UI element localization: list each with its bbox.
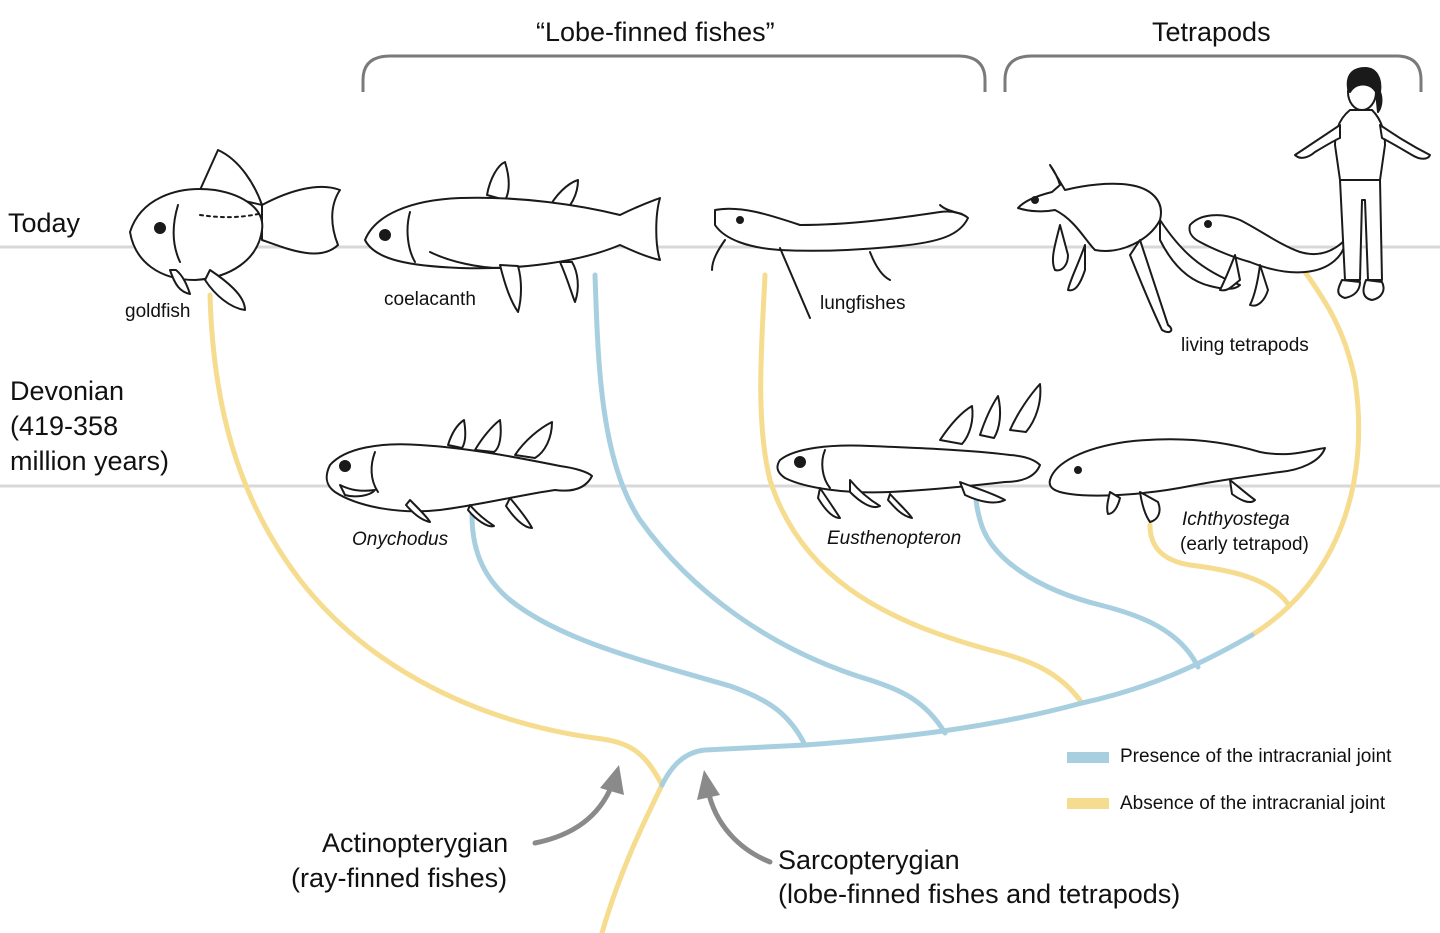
ichthyostega-illustration bbox=[1048, 438, 1326, 523]
lungfish-illustration bbox=[711, 204, 969, 319]
onychodus-branch bbox=[469, 512, 808, 748]
eusthenopteron-branch bbox=[973, 492, 1201, 670]
devonian-label-line1: Devonian bbox=[10, 376, 125, 406]
kangaroo-illustration bbox=[1017, 164, 1241, 334]
actinopterygian-label-line2: (ray-finned fishes) bbox=[291, 863, 508, 893]
ichthyostega-branch bbox=[1147, 522, 1291, 607]
lobe-finned-bracket bbox=[361, 54, 987, 92]
onychodus-illustration bbox=[325, 419, 593, 529]
sarcopterygian-stem bbox=[659, 632, 1255, 788]
human-illustration bbox=[1294, 67, 1431, 301]
coelacanth-label: coelacanth bbox=[384, 289, 476, 310]
sarcopterygian-arrow bbox=[705, 787, 773, 865]
lobe-finned-group-label: “Lobe-finned fishes” bbox=[536, 17, 775, 47]
actinopterygian-arrowhead bbox=[600, 765, 624, 795]
sarcopterygian-label-line2: (lobe-finned fishes and tetrapods) bbox=[778, 879, 1181, 909]
lizard-illustration bbox=[1188, 214, 1346, 307]
lungfishes-label: lungfishes bbox=[820, 293, 906, 314]
tetrapods-bracket bbox=[1003, 54, 1423, 92]
sarcopterygian-arrowhead bbox=[697, 770, 720, 800]
today-label: Today bbox=[8, 208, 81, 238]
legend-absence-swatch bbox=[1067, 798, 1109, 809]
coelacanth-branch bbox=[592, 272, 948, 736]
goldfish-label: goldfish bbox=[125, 301, 191, 322]
coelacanth-illustration bbox=[364, 161, 661, 313]
devonian-label-line3: million years) bbox=[10, 446, 170, 476]
onychodus-label: Onychodus bbox=[352, 529, 449, 550]
actinopterygian-label-line1: Actinopterygian bbox=[322, 828, 509, 858]
living-tetrapods-label: living tetrapods bbox=[1181, 335, 1309, 356]
legend-absence-label: Absence of the intracranial joint bbox=[1120, 793, 1386, 814]
goldfish-branch bbox=[207, 292, 665, 788]
sarcopterygian-label-line1: Sarcopterygian bbox=[778, 845, 960, 875]
root-branch bbox=[599, 782, 665, 933]
eusthenopteron-label: Eusthenopteron bbox=[827, 528, 962, 549]
tetrapods-group-label: Tetrapods bbox=[1152, 17, 1271, 47]
lungfish-branch bbox=[758, 272, 1085, 706]
devonian-label-line2: (419-358 bbox=[10, 411, 119, 441]
ichthyostega-label: Ichthyostega bbox=[1182, 509, 1290, 530]
tetrapod-stem-branch bbox=[1249, 269, 1362, 638]
goldfish-illustration bbox=[129, 149, 341, 311]
actinopterygian-arrow bbox=[532, 782, 615, 846]
eusthenopteron-illustration bbox=[776, 383, 1042, 519]
legend-presence-label: Presence of the intracranial joint bbox=[1120, 746, 1392, 767]
legend-presence-swatch bbox=[1067, 752, 1109, 763]
ichthyostega-note-label: (early tetrapod) bbox=[1180, 534, 1309, 555]
